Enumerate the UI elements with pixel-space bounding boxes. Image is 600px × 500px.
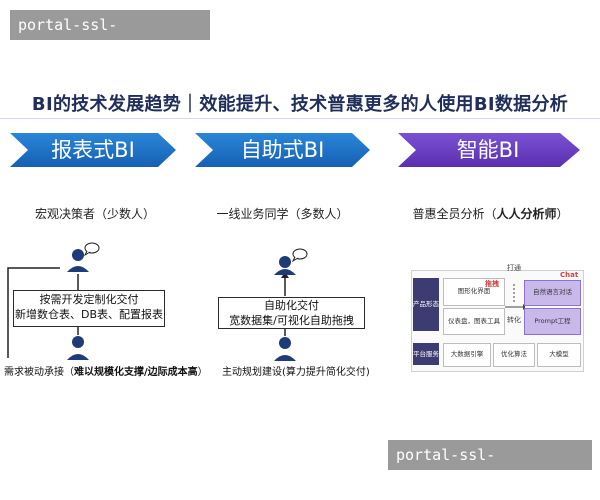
convert-label: 转化 [507, 316, 521, 324]
audience-selfservice: 一线业务同学（多数人） [216, 207, 349, 221]
watermark-top: portal-ssl-mksport.com [10, 10, 210, 64]
headline-divider [0, 118, 600, 119]
developer-person-icon [67, 336, 89, 360]
developer-person-icon [274, 337, 296, 361]
cell-prompt-engineering: Prompt工程 [524, 308, 581, 335]
panel1-footer: 需求被动承接（难以规模化支撑/边际成本高） [4, 367, 208, 378]
product-form-label: 产品形态 [413, 278, 439, 331]
cell-optimization-algo: 优化算法 [493, 343, 535, 367]
platform-service-label: 平台服务 [413, 343, 439, 365]
stage-label-report: 报表式BI [51, 138, 135, 162]
stage-arrow-selfservice [195, 133, 370, 167]
cell-natural-language: 自然语言对话 [524, 280, 581, 306]
connect-label: 打通 [507, 264, 521, 272]
cell-bigdata-engine: 大数据引擎 [443, 343, 491, 367]
speech-bubble-icon [83, 242, 100, 257]
stage-label-selfservice: 自助式BI [240, 138, 325, 162]
stage-arrow-report [10, 133, 176, 167]
panel2-diagram [274, 248, 308, 361]
panel2-box: 自助化交付 宽数据集/可视化自助拖拽 [218, 297, 365, 329]
stage-label-smart: 智能BI [456, 138, 520, 162]
panel2-footer: 主动规划建设(算力提升简化交付) [222, 367, 370, 378]
stage-arrow-smart [398, 133, 580, 167]
chat-tag: Chat [560, 271, 579, 279]
panel1-box-line1: 按需开发定制化交付 [39, 293, 139, 306]
cell-graphic-ui: 图形化界面 [443, 278, 505, 306]
panel1-diagram [7, 242, 100, 360]
connect-arrows [505, 284, 525, 310]
executive-person-icon [67, 249, 89, 272]
cell-dashboard-tools: 仪表盘，图表工具 [443, 308, 505, 335]
drag-tag: 拖拽 [485, 280, 499, 288]
panel1-box: 按需开发定制化交付 新增数仓表、DB表、配置报表 [13, 290, 165, 327]
audience-smart: 普惠全员分析（人人分析师） [412, 207, 569, 221]
cell-large-model: 大模型 [537, 343, 581, 367]
business-person-icon [274, 256, 296, 275]
panel1-box-line2: 新增数仓表、DB表、配置报表 [14, 308, 164, 321]
panel2-box-line1: 自助化交付 [264, 299, 319, 312]
panel2-box-line2: 宽数据集/可视化自助拖拽 [229, 314, 354, 327]
headline: BI的技术发展趋势｜效能提升、技术普惠更多的人使用BI数据分析 [31, 94, 569, 115]
watermark-bottom: portal-ssl-mksport.com [388, 440, 592, 494]
stage-arrows [10, 133, 580, 167]
speech-bubble-icon [291, 248, 308, 263]
audience-report: 宏观决策者（少数人） [34, 207, 155, 221]
